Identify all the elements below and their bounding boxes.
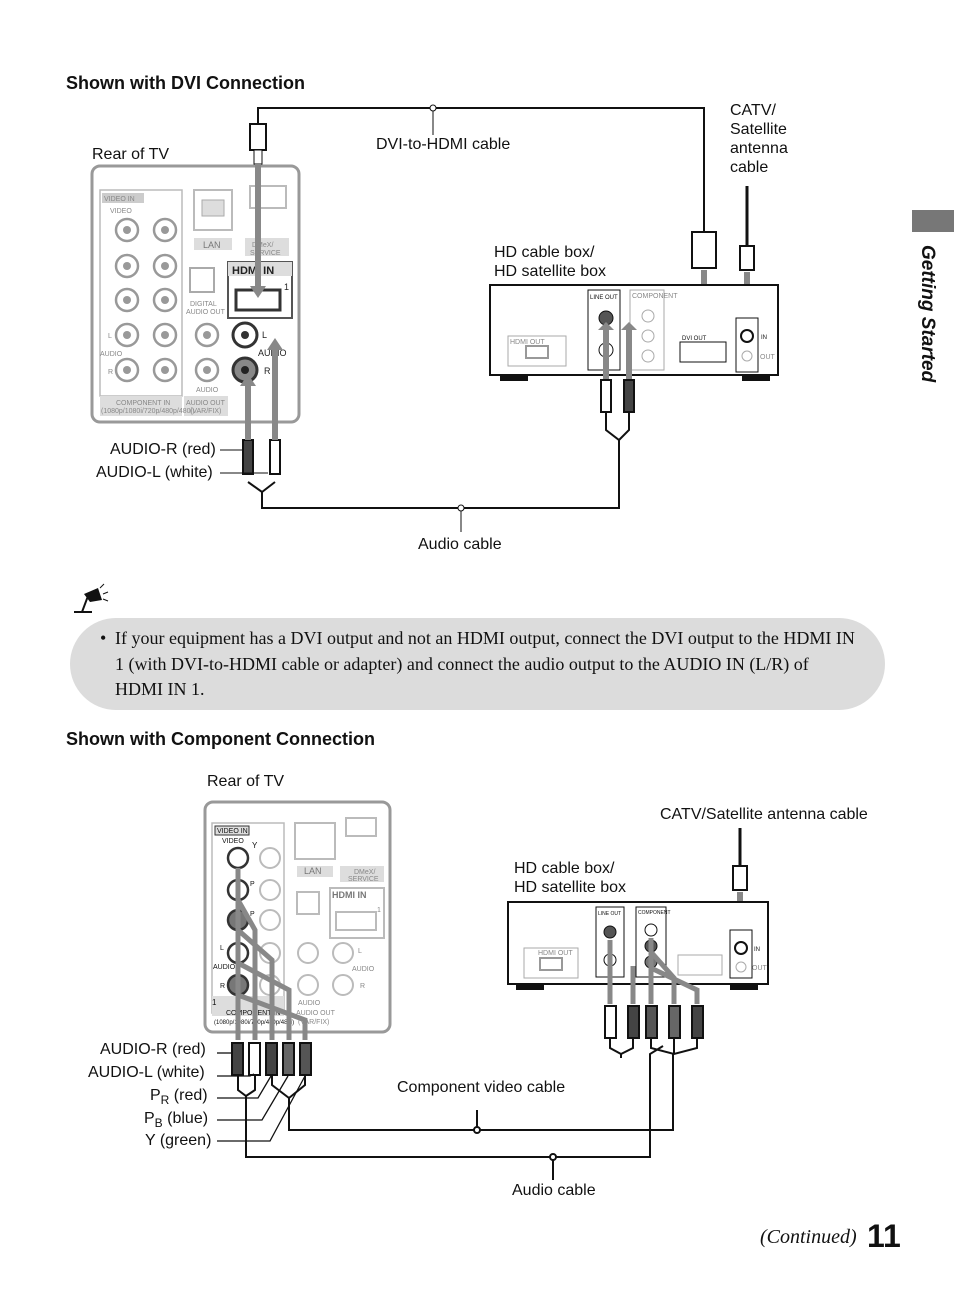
svg-text:IN: IN bbox=[754, 947, 760, 953]
box-plug-joins bbox=[609, 1038, 698, 1058]
svg-text:R: R bbox=[264, 366, 271, 376]
svg-text:SERVICE: SERVICE bbox=[348, 876, 379, 883]
svg-text:VIDEO IN: VIDEO IN bbox=[217, 828, 248, 835]
box-output-cables bbox=[607, 938, 700, 1004]
tv-rear-panel: VIDEO IN VIDEO LAN DMeX/ SERVICE HDMI IN… bbox=[90, 164, 301, 424]
svg-text:L: L bbox=[262, 330, 267, 340]
svg-text:L: L bbox=[358, 948, 362, 955]
dvi-rear-of-tv-label: Rear of TV bbox=[92, 146, 170, 163]
svg-text:SERVICE: SERVICE bbox=[250, 250, 281, 257]
dvi-hd-box-label: HD cable box/ HD satellite box bbox=[494, 244, 607, 280]
box-output-plugs bbox=[604, 1005, 704, 1039]
svg-text:(VAR/FIX): (VAR/FIX) bbox=[190, 408, 221, 415]
svg-text:LAN: LAN bbox=[203, 240, 221, 250]
dvi-audio-r-label: AUDIO-R (red) bbox=[110, 441, 216, 458]
component-cable-runs bbox=[237, 1045, 674, 1180]
svg-text:LAN: LAN bbox=[304, 866, 322, 876]
svg-text:DMeX/: DMeX/ bbox=[354, 869, 375, 876]
svg-text:R: R bbox=[360, 983, 365, 990]
svg-text:AUDIO: AUDIO bbox=[100, 351, 123, 358]
svg-text:1: 1 bbox=[284, 282, 289, 292]
component-video-cable-label: Component video cable bbox=[397, 1079, 566, 1096]
component-y-label: Y (green) bbox=[145, 1132, 212, 1149]
svg-text:IN: IN bbox=[761, 335, 767, 341]
svg-text:AUDIO OUT: AUDIO OUT bbox=[186, 309, 226, 316]
svg-text:LINE OUT: LINE OUT bbox=[598, 911, 621, 917]
svg-text:COMPONENT IN: COMPONENT IN bbox=[116, 400, 170, 407]
svg-text:VIDEO: VIDEO bbox=[110, 208, 132, 215]
svg-text:1: 1 bbox=[212, 998, 217, 1007]
svg-text:AUDIO OUT: AUDIO OUT bbox=[186, 400, 226, 407]
component-pb-label: PB (blue) bbox=[144, 1110, 209, 1131]
note-text: • If your equipment has a DVI output and… bbox=[100, 628, 855, 699]
svg-text:HDMI IN: HDMI IN bbox=[332, 890, 367, 900]
svg-text:OUT: OUT bbox=[752, 965, 768, 972]
svg-text:COMPONENT: COMPONENT bbox=[638, 910, 671, 916]
component-pr-label: PR (red) bbox=[150, 1087, 208, 1108]
page-number: 11 bbox=[867, 1218, 901, 1254]
tv-rear-panel-component: VIDEO IN VIDEO Y P P L AUDIO R LAN DMeX/… bbox=[203, 800, 392, 1034]
component-audio-cable-label: Audio cable bbox=[512, 1182, 596, 1199]
component-hd-box-label: HD cable box/ HD satellite box bbox=[514, 860, 627, 896]
hd-cable-box-component: HDMI OUT LINE OUT COMPONENT IN OUT bbox=[507, 901, 769, 990]
tv-component-cables bbox=[235, 868, 308, 1040]
svg-text:DIGITAL: DIGITAL bbox=[190, 301, 217, 308]
component-audio-l-label: AUDIO-L (white) bbox=[88, 1064, 205, 1081]
note-box bbox=[70, 618, 885, 710]
svg-text:AUDIO: AUDIO bbox=[298, 1000, 321, 1007]
dvi-audio-cable bbox=[220, 322, 637, 532]
svg-text:AUDIO OUT: AUDIO OUT bbox=[296, 1010, 336, 1017]
section-title-dvi: Shown with DVI Connection bbox=[66, 73, 305, 93]
svg-text:HDMI OUT: HDMI OUT bbox=[538, 950, 573, 957]
svg-text:R: R bbox=[220, 983, 225, 990]
component-audio-r-label: AUDIO-R (red) bbox=[100, 1041, 206, 1058]
svg-text:VIDEO: VIDEO bbox=[222, 838, 244, 845]
tv-component-plugs bbox=[231, 1042, 312, 1076]
svg-text:L: L bbox=[108, 333, 112, 340]
svg-text:(VAR/FIX): (VAR/FIX) bbox=[298, 1019, 329, 1026]
dvi-to-hdmi-cable-label: DVI-to-HDMI cable bbox=[376, 136, 511, 153]
svg-text:P: P bbox=[250, 911, 255, 918]
tv-label-video-in: VIDEO IN bbox=[104, 196, 135, 203]
dvi-catv-label: CATV/ Satellite antenna cable bbox=[730, 102, 788, 176]
dvi-audio-cable-label: Audio cable bbox=[418, 536, 502, 553]
section-title-component: Shown with Component Connection bbox=[66, 729, 375, 749]
svg-text:HDMI OUT: HDMI OUT bbox=[510, 339, 545, 346]
dvi-to-hdmi-cable bbox=[249, 104, 717, 348]
svg-text:P: P bbox=[250, 881, 255, 888]
hd-cable-box: HDMI OUT LINE OUT COMPONENT DVI OUT IN O… bbox=[489, 284, 779, 381]
svg-text:LINE OUT: LINE OUT bbox=[590, 295, 618, 301]
dvi-audio-l-label: AUDIO-L (white) bbox=[96, 464, 213, 481]
svg-text:DVI OUT: DVI OUT bbox=[682, 336, 707, 342]
svg-text:L: L bbox=[220, 945, 224, 952]
svg-text:COMPONENT: COMPONENT bbox=[632, 293, 678, 300]
svg-text:R: R bbox=[108, 369, 113, 376]
continued-label: (Continued) bbox=[760, 1226, 857, 1248]
dvi-connection-diagram: VIDEO IN VIDEO LAN DMeX/ SERVICE HDMI IN… bbox=[90, 104, 779, 532]
svg-text:DMeX/: DMeX/ bbox=[252, 242, 273, 249]
svg-text:AUDIO: AUDIO bbox=[352, 966, 375, 973]
svg-text:(1080p/1080i/720p/480p/480i): (1080p/1080i/720p/480p/480i) bbox=[101, 408, 194, 415]
svg-text:OUT: OUT bbox=[760, 354, 776, 361]
svg-text:AUDIO: AUDIO bbox=[213, 964, 236, 971]
svg-text:AUDIO: AUDIO bbox=[196, 387, 219, 394]
svg-text:Y: Y bbox=[252, 841, 258, 850]
svg-text:HDMI IN: HDMI IN bbox=[232, 265, 274, 277]
side-tab-marker bbox=[912, 210, 954, 232]
component-rear-of-tv-label: Rear of TV bbox=[207, 773, 285, 790]
svg-text:1: 1 bbox=[377, 907, 381, 914]
component-catv-label: CATV/Satellite antenna cable bbox=[660, 806, 868, 823]
